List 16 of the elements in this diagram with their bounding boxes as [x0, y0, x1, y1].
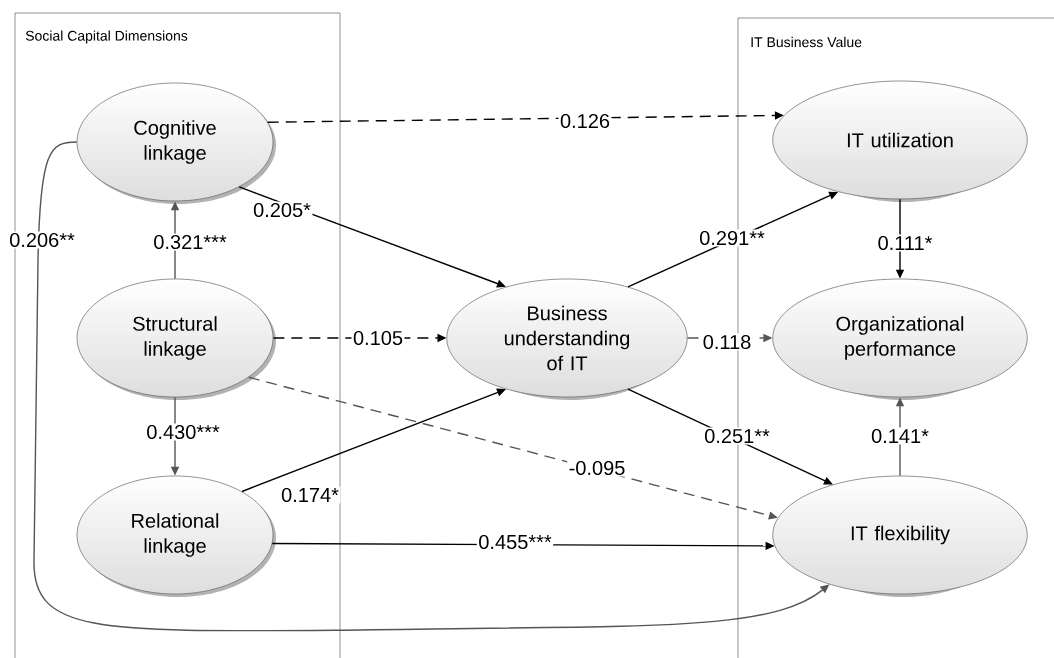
edge-label: 0.111*: [876, 234, 934, 252]
edge-label: 0.174*: [279, 486, 341, 504]
edge-label: 0.141*: [869, 427, 931, 445]
edge-label: 0.105: [351, 329, 405, 347]
edge-label: 0.118: [701, 333, 753, 351]
arrow: [241, 388, 506, 493]
edge-label: 0.455***: [476, 533, 554, 551]
edge-label: 0.321***: [151, 233, 229, 251]
edge-label: 0.205*: [251, 201, 313, 219]
edge-label: 0.430***: [144, 423, 222, 441]
edge-label: 0.206**: [7, 231, 77, 249]
arrow: [238, 186, 506, 288]
edge-label: 0.251**: [702, 427, 772, 445]
edge-label: 0.291**: [697, 229, 767, 247]
edge-label: -0.095: [567, 459, 627, 477]
edge-label: 0.126: [558, 112, 612, 130]
